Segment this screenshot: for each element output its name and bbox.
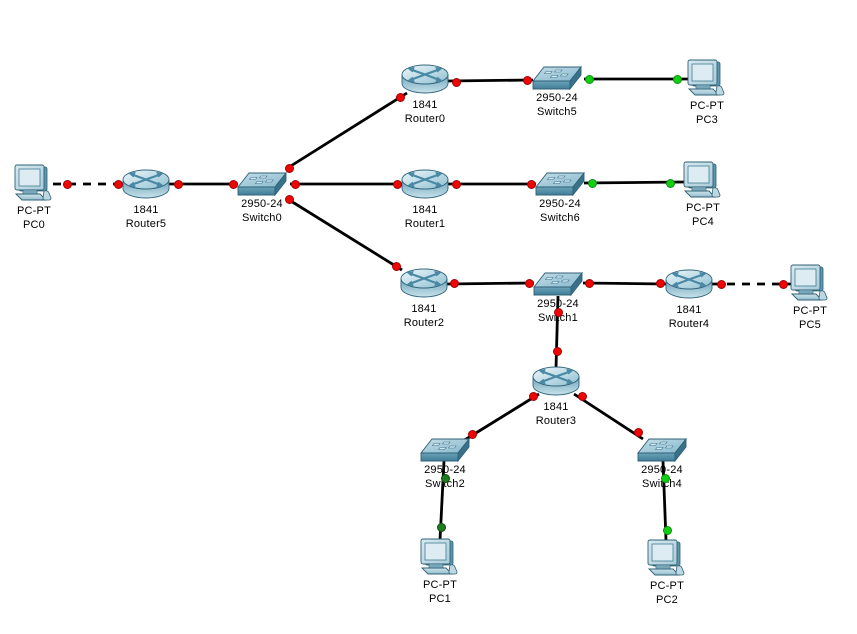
link-status-dot-red (553, 307, 563, 317)
link-status-dot-red (290, 179, 300, 189)
router-icon (532, 366, 580, 396)
device-pc3[interactable] (686, 59, 728, 97)
link-status-dot-red (284, 163, 294, 173)
router-icon (401, 169, 449, 199)
device-pc2[interactable] (646, 539, 688, 577)
device-pc5[interactable] (789, 264, 831, 302)
link-status-dot-green (662, 525, 672, 535)
link-status-dot-red (522, 75, 532, 85)
link-status-dot-green (587, 178, 597, 188)
link-Router2-Switch1[interactable] (446, 281, 535, 286)
device-switch0[interactable] (236, 170, 288, 198)
link-status-dot-red (391, 261, 401, 271)
device-switch6[interactable] (534, 170, 586, 198)
device-switch1[interactable] (532, 270, 584, 298)
device-router1[interactable] (401, 169, 449, 199)
link-Router0-Switch5[interactable] (447, 78, 534, 83)
device-router2[interactable] (400, 268, 448, 298)
switch-icon (637, 437, 687, 463)
link-Switch1-Router3[interactable] (554, 295, 560, 369)
link-Router3-Switch4[interactable] (573, 392, 644, 441)
link-status-dot-red (113, 179, 123, 189)
link-status-dot-red (633, 427, 643, 437)
link-status-dot-green (672, 74, 682, 84)
link-Switch0-Router0[interactable] (285, 91, 408, 171)
link-status-dot-red (778, 279, 788, 289)
switch-icon (533, 271, 583, 297)
link-Switch0-Router2[interactable] (285, 196, 403, 272)
link-status-dot-green (665, 178, 675, 188)
link-status-dot-red (584, 278, 594, 288)
device-pc4[interactable] (682, 161, 724, 199)
link-status-dot-red (716, 279, 726, 289)
link-Switch1-Router4[interactable] (582, 281, 667, 286)
link-status-dot-green (660, 473, 670, 483)
pc-icon (790, 264, 828, 301)
router-icon (400, 268, 448, 298)
device-router0[interactable] (401, 64, 449, 94)
link-status-dot-red (451, 179, 461, 189)
link-status-dot-red (228, 179, 238, 189)
device-pc1[interactable] (419, 538, 461, 576)
device-switch5[interactable] (531, 64, 583, 92)
router-icon (122, 169, 170, 199)
device-router5[interactable] (122, 169, 170, 199)
device-switch4[interactable] (636, 436, 688, 464)
switch-icon (532, 65, 582, 91)
switch-icon (237, 171, 287, 197)
link-status-dot-red (62, 179, 72, 189)
device-router3[interactable] (532, 366, 580, 396)
link-status-dot-darkgreen (440, 473, 450, 483)
device-pc0[interactable] (13, 164, 55, 202)
device-switch2[interactable] (419, 436, 471, 464)
link-status-dot-red (528, 391, 538, 401)
link-status-dot-red (449, 278, 459, 288)
switch-icon (420, 437, 470, 463)
link-status-dot-red (467, 429, 477, 439)
link-status-dot-green (584, 74, 594, 84)
router-icon (401, 64, 449, 94)
router-icon (665, 269, 713, 299)
link-status-dot-red (395, 92, 405, 102)
link-status-dot-red (451, 77, 461, 87)
link-status-dot-red (655, 278, 665, 288)
pc-icon (420, 538, 458, 575)
link-status-dot-red (552, 346, 562, 356)
pc-icon (14, 164, 52, 201)
link-status-dot-red (392, 179, 402, 189)
link-status-dot-red (526, 179, 536, 189)
pc-icon (647, 539, 685, 576)
link-status-dot-red (577, 391, 587, 401)
link-status-dot-red (173, 179, 183, 189)
switch-icon (535, 171, 585, 197)
pc-icon (687, 59, 725, 96)
pc-icon (683, 161, 721, 198)
link-status-dot-darkgreen (436, 522, 446, 532)
link-status-dot-red (524, 278, 534, 288)
link-status-dot-red (284, 194, 294, 204)
device-router4[interactable] (665, 269, 713, 299)
